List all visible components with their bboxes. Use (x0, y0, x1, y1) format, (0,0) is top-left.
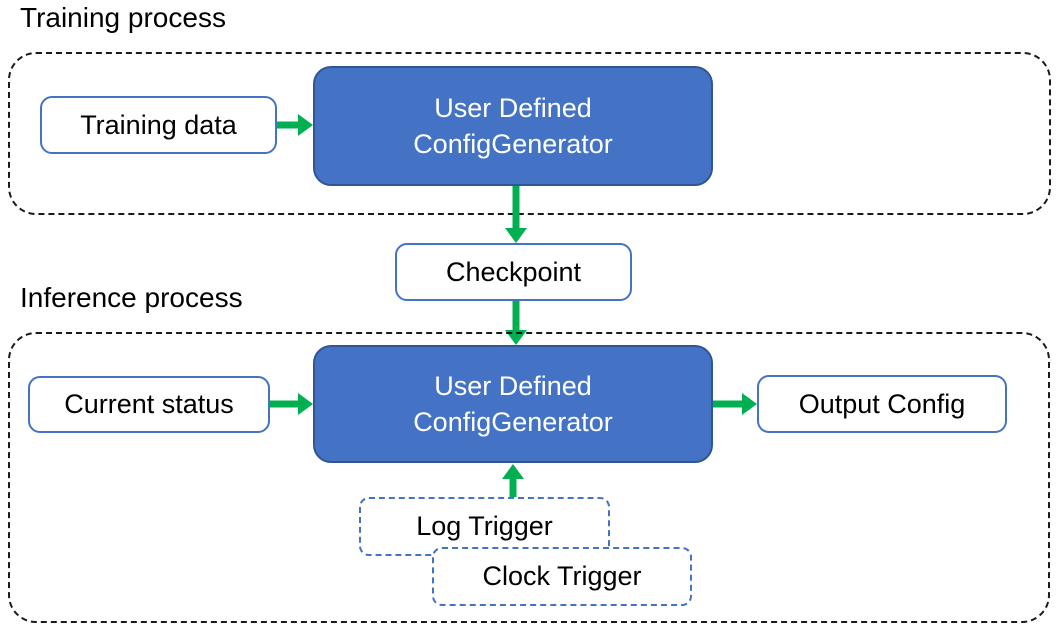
generator-line1: User Defined (434, 92, 592, 123)
training-section-boundary (8, 52, 1051, 215)
arrow-shaft (509, 478, 517, 498)
arrow-head (505, 228, 527, 243)
checkpoint-node: Checkpoint (395, 243, 632, 301)
arrow-shaft (512, 186, 520, 229)
arrow-shaft (713, 400, 743, 408)
arrow-head (742, 393, 757, 415)
arrow-head (502, 464, 524, 479)
current-status-node: Current status (28, 376, 270, 433)
arrow-training-data-to-generator (277, 112, 313, 138)
arrow-shaft (512, 301, 520, 331)
generator-line2: ConfigGenerator (413, 407, 613, 437)
arrow-head (298, 393, 313, 415)
inference-section-boundary (8, 332, 1050, 623)
arrow-current-status-to-generator (270, 391, 313, 417)
arrow-shaft (270, 400, 299, 408)
arrow-head (298, 114, 313, 136)
generator-line1: User Defined (434, 370, 592, 401)
output-config-node: Output Config (757, 375, 1007, 433)
arrow-generator-to-output-config (713, 391, 757, 417)
arrow-shaft (277, 121, 299, 129)
inference-config-generator-node: User Defined ConfigGenerator (313, 345, 713, 463)
arrow-generator-to-checkpoint (504, 186, 528, 243)
training-section-label: Training process (20, 2, 226, 33)
training-config-generator-node: User Defined ConfigGenerator (313, 66, 713, 186)
clock-trigger-node: Clock Trigger (432, 547, 692, 606)
generator-line2: ConfigGenerator (413, 129, 613, 159)
inference-section-label: Inference process (20, 282, 243, 313)
arrow-triggers-to-generator (501, 464, 525, 498)
training-data-node: Training data (40, 96, 277, 154)
